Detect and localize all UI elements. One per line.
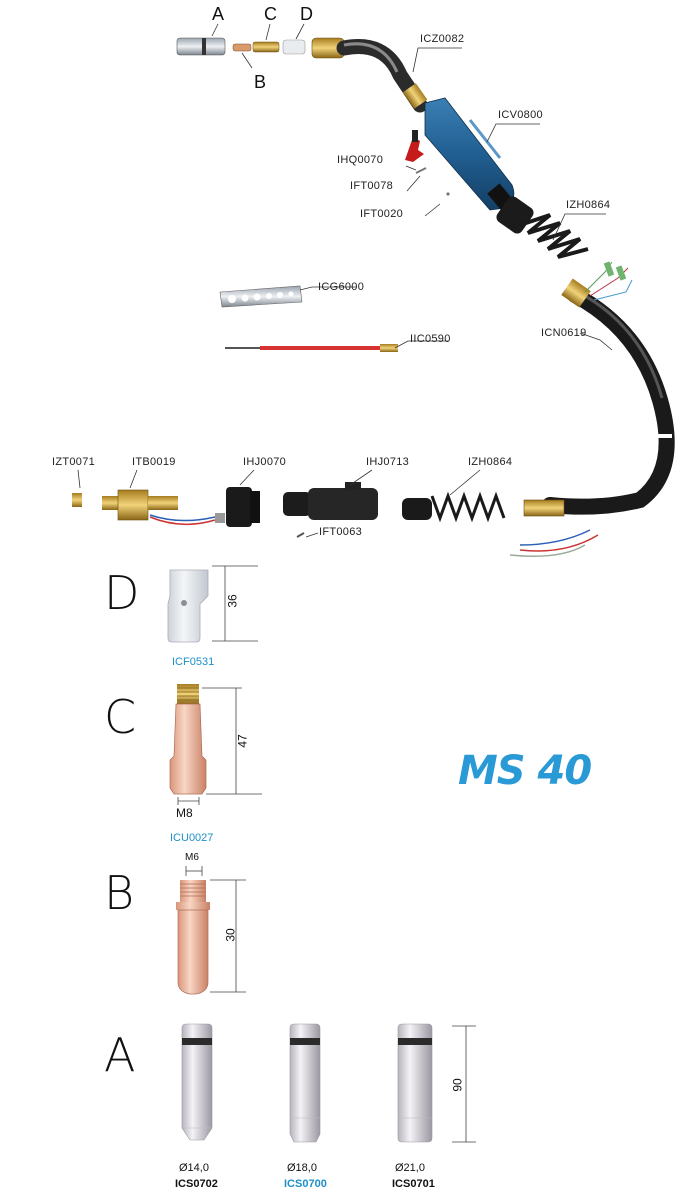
- detail-b-tip: [176, 880, 210, 995]
- gooseneck: [311, 37, 428, 113]
- top-letter-c: C: [264, 4, 277, 24]
- label-ihj0713: IHJ0713: [366, 456, 410, 468]
- nozzle-2-code: ICS0700: [284, 1178, 327, 1190]
- detail-d-dimension: [212, 565, 258, 642]
- detail-c-diffuser: [169, 684, 207, 795]
- detail-letter-b: B: [104, 866, 135, 920]
- label-ift0078: IFT0078: [350, 180, 394, 192]
- detail-c-thread: M8: [176, 806, 193, 820]
- top-diffuser-c: [252, 41, 280, 53]
- leader-lines: [77, 47, 613, 538]
- nozzle-1-code: ICS0702: [175, 1178, 218, 1190]
- detail-a-nozzle-3: [397, 1023, 433, 1143]
- top-letter-d: D: [300, 4, 313, 24]
- label-ihq0070: IHQ0070: [337, 154, 384, 166]
- top-letter-a: A: [212, 4, 225, 24]
- label-icn0619: ICN0619: [541, 327, 587, 339]
- label-icv0800: ICV0800: [498, 109, 543, 121]
- label-itb0019: ITB0019: [132, 456, 176, 468]
- label-izt0071: IZT0071: [52, 456, 96, 468]
- detail-c-dim-value: 47: [235, 734, 250, 748]
- spanner-tool: [219, 285, 303, 308]
- label-izh0864-top: IZH0864: [566, 199, 611, 211]
- trigger: [405, 130, 424, 162]
- nozzle-1-diameter: Ø14,0: [179, 1162, 209, 1174]
- label-izh0864-bottom: IZH0864: [468, 456, 513, 468]
- detail-d-dim-value: 36: [225, 594, 240, 608]
- detail-c-code: ICU0027: [170, 832, 214, 844]
- top-nozzle-a: [176, 37, 226, 56]
- detail-b-dim-value: 30: [223, 928, 238, 942]
- liner: [225, 344, 398, 352]
- cable: [542, 261, 675, 515]
- detail-d-code: ICF0531: [172, 656, 215, 668]
- detail-a-nozzle-2: [289, 1023, 321, 1143]
- detail-letter-d: D: [104, 566, 140, 620]
- detail-a-dimension: [452, 1025, 476, 1143]
- detail-letter-c: C: [104, 690, 137, 744]
- model-title: MS 40: [458, 748, 592, 794]
- nozzle-3-code: ICS0701: [392, 1178, 435, 1190]
- detail-a-dim-value: 90: [450, 1078, 465, 1092]
- detail-letter-a: A: [104, 1028, 136, 1082]
- bottom-parts-row: [72, 482, 599, 557]
- label-ift0063: IFT0063: [319, 526, 363, 538]
- label-icz0082: ICZ0082: [420, 33, 465, 45]
- nozzle-2-diameter: Ø18,0: [287, 1162, 317, 1174]
- nozzle-3-diameter: Ø21,0: [395, 1162, 425, 1174]
- detail-a-nozzle-1: [181, 1023, 213, 1141]
- detail-b-dimension: [185, 866, 246, 993]
- label-iic0590: IIC0590: [410, 333, 451, 345]
- detail-c-dimension: [177, 687, 262, 805]
- spring-top: [496, 196, 589, 259]
- label-ift0020: IFT0020: [360, 208, 404, 220]
- top-insulator-d: [282, 39, 306, 55]
- top-letter-b: B: [254, 72, 267, 92]
- detail-d-insulator: [167, 569, 209, 643]
- top-tip-b: [232, 43, 252, 52]
- label-icg6000: ICG6000: [318, 281, 365, 293]
- label-ihj0070: IHJ0070: [243, 456, 287, 468]
- detail-b-thread: M6: [185, 853, 199, 862]
